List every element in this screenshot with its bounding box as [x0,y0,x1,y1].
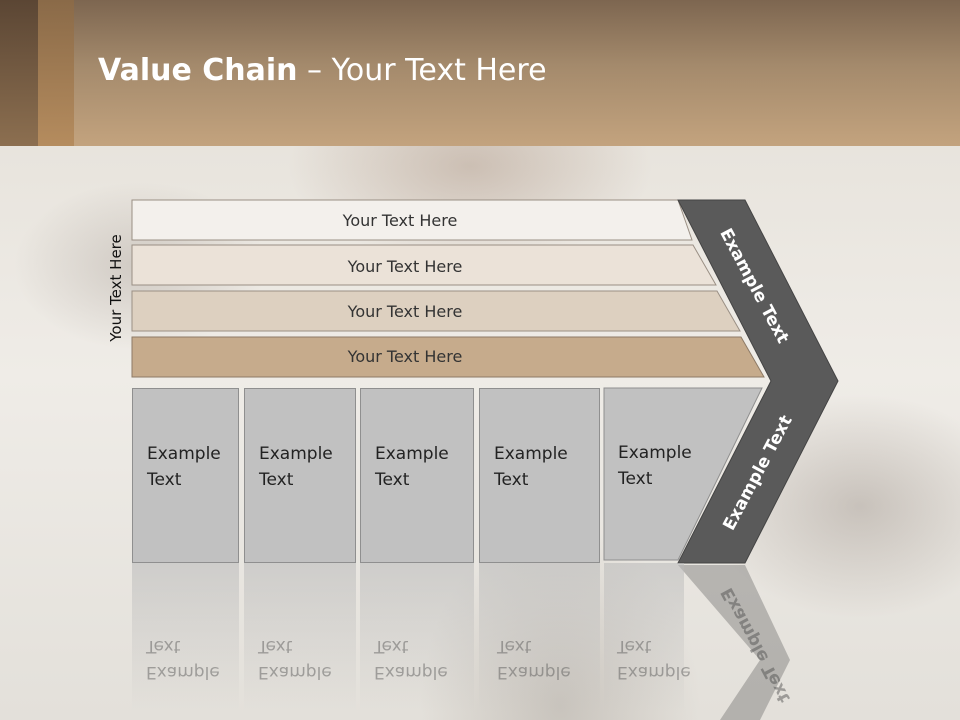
band-row-3[interactable]: Your Text Here [132,291,702,331]
title-rest: – Your Text Here [297,53,547,88]
column-shape-5[interactable] [603,387,763,561]
band-label: Your Text Here [342,210,458,230]
band-row-1[interactable]: Your Text Here [132,200,692,240]
column-line1: Example [494,444,568,464]
chevron-shape[interactable] [677,199,839,564]
column-line2: Text [494,470,529,490]
band-shape-3[interactable] [131,290,741,332]
column-line2: Text [147,470,182,490]
column-line1: Example [618,443,692,463]
band-shape-1[interactable] [131,199,693,241]
band-shape-4[interactable] [131,336,765,378]
column-line2: Text [618,469,653,489]
column-line2: Text [375,470,410,490]
column-line1: Example [147,444,221,464]
header-accent-stripe-light [38,0,74,146]
header-accent-stripe-dark [0,0,38,146]
band-label: Your Text Here [347,256,463,276]
column-line1: Example [375,444,449,464]
band-row-4[interactable]: Your Text Here [132,336,702,376]
column-1[interactable]: Example Text [132,388,239,563]
column-line1: Example [259,444,333,464]
column-line2: Text [259,470,294,490]
title-bar: Value Chain – Your Text Here [0,0,960,146]
column-2[interactable]: Example Text [244,388,356,563]
band-row-2[interactable]: Your Text Here [132,246,702,286]
band-shape-2[interactable] [131,244,717,286]
band-label: Your Text Here [347,301,463,321]
column-4[interactable]: Example Text [479,388,600,563]
slide-title[interactable]: Value Chain – Your Text Here [98,53,547,88]
band-label: Your Text Here [347,346,463,366]
column-3[interactable]: Example Text [360,388,474,563]
column-5[interactable]: Example Text [604,388,744,563]
chevron-reflection [678,565,790,720]
title-bold: Value Chain [98,53,298,88]
